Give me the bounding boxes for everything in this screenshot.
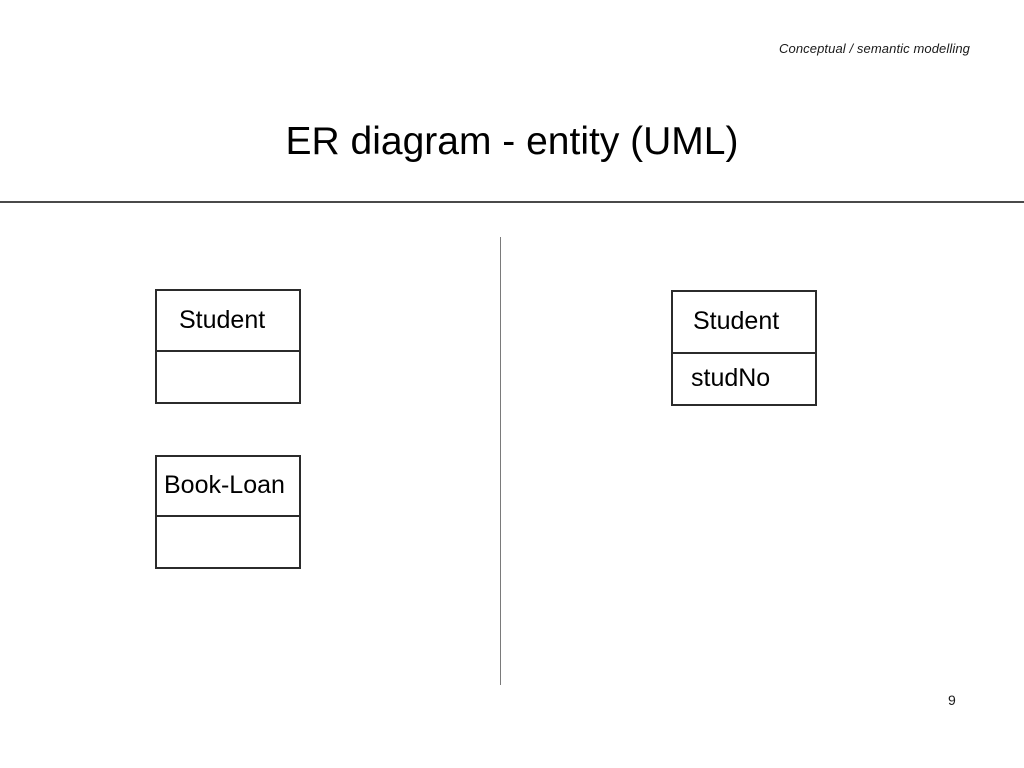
- uml-entity-student-with-attribute[interactable]: Student studNo: [671, 290, 817, 406]
- uml-entity-name: Book-Loan: [164, 471, 285, 500]
- uml-attribute-compartment: studNo: [673, 351, 815, 404]
- uml-entity-book-loan[interactable]: Book-Loan: [155, 455, 301, 569]
- panel-divider-line: [500, 237, 501, 685]
- uml-attribute-studno: studNo: [691, 364, 771, 393]
- uml-entity-name: Student: [693, 307, 780, 336]
- title-divider-rule: [0, 201, 1024, 203]
- slide-header-note: Conceptual / semantic modelling: [779, 41, 970, 56]
- page-title: ER diagram - entity (UML): [285, 120, 739, 163]
- uml-entity-name: Student: [179, 305, 266, 334]
- uml-entity-student-plain[interactable]: Student: [155, 289, 301, 404]
- page-number: 9: [948, 692, 956, 708]
- uml-attribute-compartment: [157, 349, 299, 402]
- uml-attribute-compartment: [157, 514, 299, 567]
